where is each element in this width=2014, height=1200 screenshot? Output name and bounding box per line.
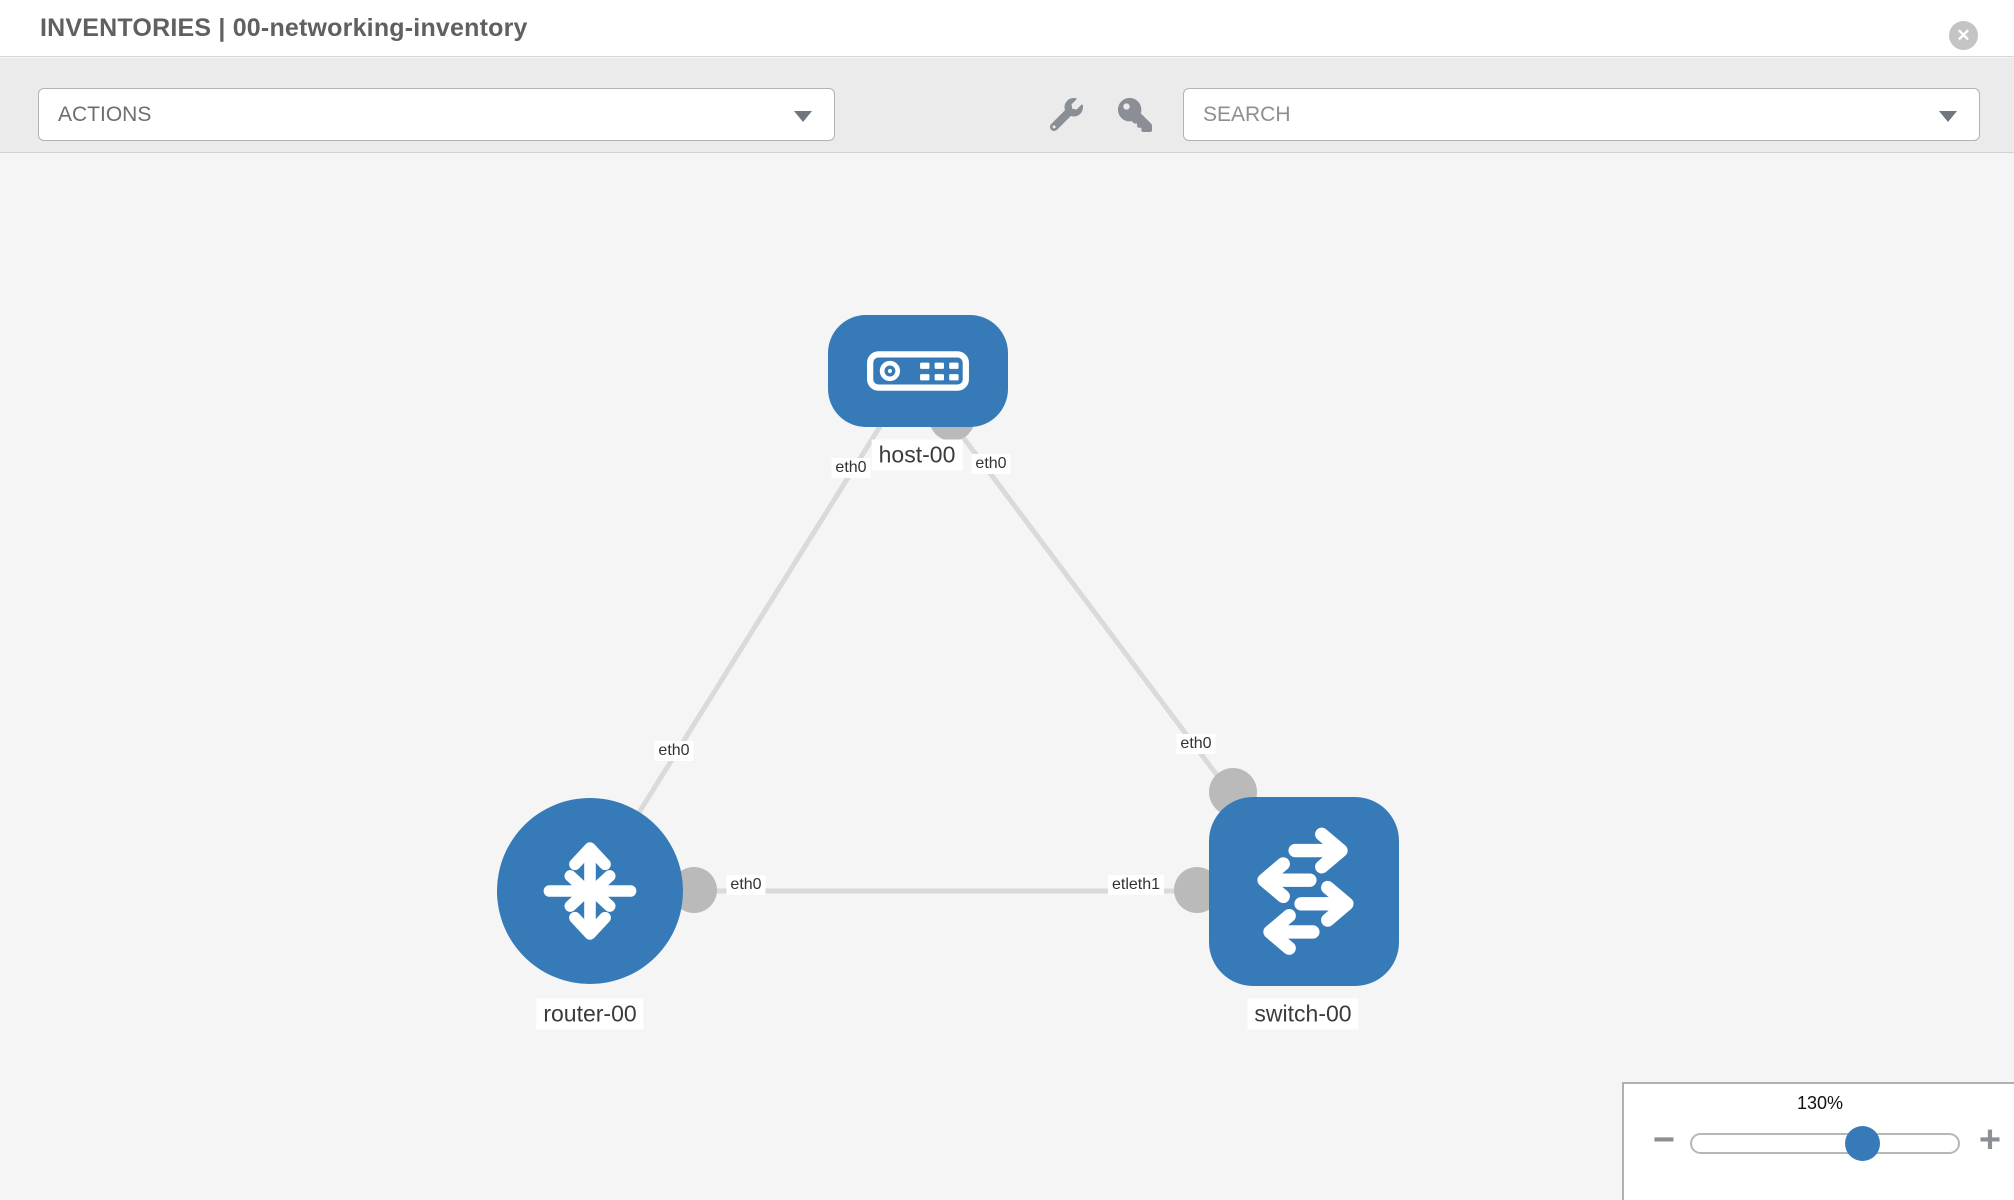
search-box[interactable] [1183, 88, 1980, 141]
zoom-out-button[interactable]: − [1642, 1118, 1686, 1162]
close-button[interactable]: ✕ [1949, 21, 1978, 50]
plus-icon: + [1978, 1119, 2002, 1161]
switch-icon [1257, 827, 1354, 955]
iface-label-host-router-router-end: eth0 [654, 741, 694, 761]
zoom-in-button[interactable]: + [1968, 1118, 2012, 1162]
node-label-router: router-00 [536, 998, 644, 1030]
host-icon [867, 351, 969, 391]
node-host-00[interactable] [828, 315, 1008, 427]
key-icon [1117, 97, 1152, 132]
node-switch-00[interactable] [1209, 797, 1399, 986]
close-icon: ✕ [1956, 25, 1971, 45]
node-router-00[interactable] [497, 798, 683, 984]
chevron-down-icon [794, 110, 812, 122]
chevron-down-icon [1939, 110, 1957, 122]
header-bar: INVENTORIES | 00-networking-inventory ✕ [0, 0, 2014, 57]
zoom-slider-track[interactable] [1690, 1133, 1960, 1154]
iface-label-host-switch-switch-end: eth0 [1176, 734, 1216, 754]
router-icon [543, 842, 637, 940]
search-input[interactable] [1184, 102, 1884, 127]
iface-label-host-switch-host-end: eth0 [971, 454, 1011, 474]
iface-label-router-switch-switch-end: etleth1 [1107, 875, 1165, 895]
zoom-level-value: 130% [1796, 1093, 1844, 1113]
node-label-switch: switch-00 [1247, 998, 1359, 1030]
topology-edges [587, 370, 1306, 913]
actions-dropdown-label: ACTIONS [58, 102, 152, 126]
iface-label-router-switch-router-end: eth0 [726, 875, 766, 895]
iface-label-host-router-host-end: eth0 [831, 458, 871, 478]
page-title: INVENTORIES | 00-networking-inventory [40, 14, 528, 42]
wrench-icon [1050, 98, 1083, 131]
topology-canvas[interactable]: host-00 router-00 switch-00 eth0 eth0 et… [0, 153, 2014, 1200]
toolbar: ACTIONS [0, 58, 2014, 153]
node-label-host: host-00 [871, 439, 963, 471]
actions-dropdown[interactable]: ACTIONS [38, 88, 835, 141]
key-button[interactable] [1108, 88, 1161, 141]
wrench-button[interactable] [1040, 88, 1093, 141]
zoom-slider-handle[interactable] [1845, 1126, 1880, 1161]
minus-icon: − [1652, 1119, 1676, 1161]
